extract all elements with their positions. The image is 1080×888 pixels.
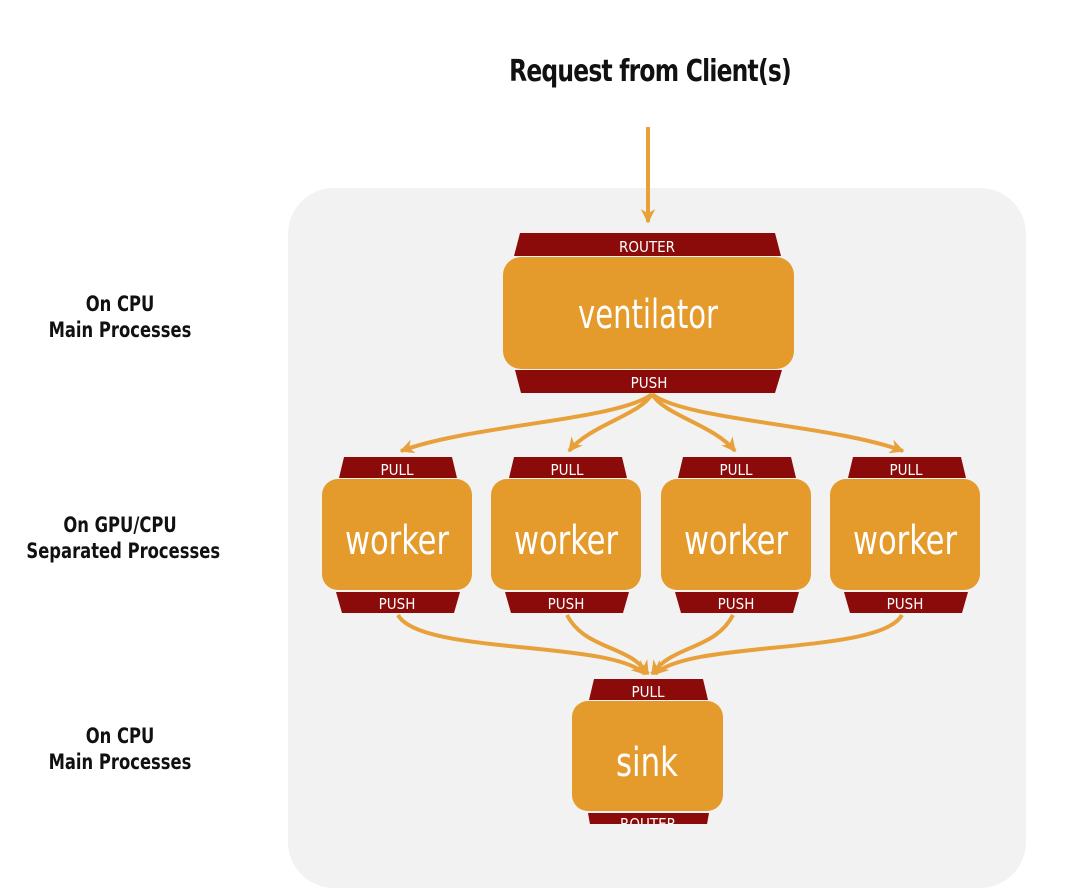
edge-ventilator-worker-3 [650, 392, 737, 453]
row-label-line: On GPU/CPU [63, 513, 177, 537]
worker-push-socket [505, 592, 629, 613]
row-label-sink: On CPU Main Processes [26, 723, 213, 775]
worker-push-label: PUSH [548, 595, 585, 613]
sink-label: sink [616, 740, 678, 786]
worker-pull-socket [339, 457, 457, 478]
worker-label: worker [684, 518, 788, 564]
row-label-ventilator: On CPU Main Processes [26, 291, 213, 343]
worker-node: PULL worker PUSH [830, 457, 980, 613]
row-label-line: On CPU [85, 724, 155, 748]
edge-worker-4-sink [653, 613, 904, 676]
edge-worker-2-sink [565, 614, 650, 676]
worker-pull-socket [509, 457, 627, 478]
worker-node: PULL worker PUSH [661, 457, 811, 613]
worker-box [491, 479, 641, 590]
sink-router-label: ROUTER [620, 815, 676, 824]
ventilator-router-label: ROUTER [619, 238, 675, 256]
sink-box [572, 701, 723, 811]
worker-node: PULL worker PUSH [491, 457, 641, 613]
row-label-line: On CPU [85, 292, 155, 316]
worker-push-socket [844, 592, 968, 613]
worker-push-label: PUSH [379, 595, 416, 613]
sink-router-socket [588, 813, 709, 824]
worker-box [830, 479, 980, 590]
row-label-workers: On GPU/CPU Separated Processes [26, 512, 221, 564]
worker-pull-socket [848, 457, 966, 478]
ventilator-push-label: PUSH [631, 374, 668, 392]
worker-box [322, 479, 472, 590]
ventilator-node: ROUTER ventilator PUSH [503, 233, 794, 393]
edge-ventilator-worker-1 [399, 392, 654, 454]
edge-ventilator-worker-2 [567, 392, 654, 453]
edge-worker-1-sink [396, 613, 647, 676]
ventilator-box [503, 257, 794, 369]
ventilator-label: ventilator [578, 292, 718, 338]
pipeline-diagram: ROUTER ventilator PUSH PULL worker PUSH … [322, 127, 980, 824]
worker-label: worker [514, 518, 618, 564]
sink-pull-socket [589, 679, 708, 700]
row-label-line: Separated Processes [26, 539, 221, 563]
sink-pull-label: PULL [631, 683, 665, 701]
worker-label: worker [345, 518, 449, 564]
sink-node: PULL sink ROUTER [572, 679, 723, 824]
row-label-line: Main Processes [48, 750, 192, 774]
edge-ventilator-worker-4 [650, 392, 905, 454]
worker-push-label: PUSH [887, 595, 924, 613]
worker-box [661, 479, 811, 590]
worker-push-socket [675, 592, 799, 613]
edge-worker-3-sink [650, 614, 735, 676]
worker-push-socket [336, 592, 460, 613]
worker-pull-socket [678, 457, 796, 478]
worker-label: worker [853, 518, 957, 564]
ventilator-push-socket [515, 370, 782, 393]
worker-pull-label: PULL [719, 461, 753, 479]
worker-pull-label: PULL [380, 461, 414, 479]
worker-node: PULL worker PUSH [322, 457, 472, 613]
worker-push-label: PUSH [718, 595, 755, 613]
diagram-title: Request from Client(s) [509, 54, 792, 89]
worker-pull-label: PULL [889, 461, 923, 479]
worker-pull-label: PULL [550, 461, 584, 479]
edges [396, 127, 905, 676]
ventilator-router-socket [514, 233, 781, 256]
row-label-line: Main Processes [48, 318, 192, 342]
